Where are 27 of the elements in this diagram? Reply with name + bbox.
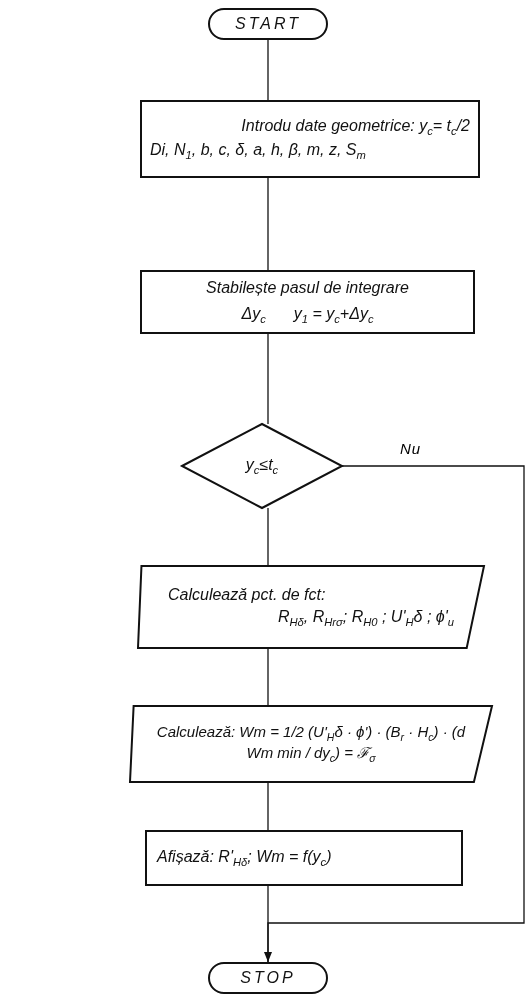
connector-line	[263, 465, 525, 963]
node-text: Calculează: Wm = 1/2 (U'$_{H}$δ · ϕ') · (B$_{r}$ · H$_{c}$) · (d Wm min / dy$_{c}$) = ℱ$_{σ}$	[156, 722, 466, 766]
connector-line	[267, 781, 269, 831]
node-text: START	[235, 14, 301, 34]
node-text: Di, N$_{1}$, b, c, δ, a, h, β, m, z, S$_{m}$	[150, 140, 367, 163]
decision-diamond	[182, 424, 342, 508]
connector-line	[267, 177, 269, 271]
process-box	[145, 830, 463, 886]
node-text: Calculează pct. de fct:	[168, 584, 327, 605]
terminal-box	[208, 8, 328, 40]
io-parallelogram	[130, 706, 492, 782]
io-parallelogram	[138, 566, 484, 648]
connector-line	[267, 647, 269, 707]
process-box	[140, 100, 480, 178]
process-box	[140, 270, 475, 334]
node-text: y$_{c}$≤t$_{c}$	[245, 454, 279, 478]
connector-line	[267, 333, 269, 425]
node-text: Introdu date geometrice: y$_{c}$= t$_{c}$/2	[240, 115, 470, 138]
node-text: R$_{Hδ}$, R$_{Hrσ}$; R$_{H0}$ ; U'$_{H}$δ ; ϕ'$_{u}$	[276, 606, 454, 630]
connector-line	[267, 39, 269, 101]
node-text: y$_{1}$ = y$_{c}$+Δy$_{c}$	[293, 303, 374, 327]
node-text: Stabilește pasul de integrare	[205, 277, 410, 298]
node-text: Δy$_{c}$	[241, 303, 266, 327]
terminal-box	[208, 962, 328, 994]
node-text: STOP	[240, 968, 296, 988]
connector-line	[267, 507, 269, 567]
node-text: Afișază: R'$_{Hδ}$; Wm = f(y$_{c}$)	[157, 846, 332, 870]
